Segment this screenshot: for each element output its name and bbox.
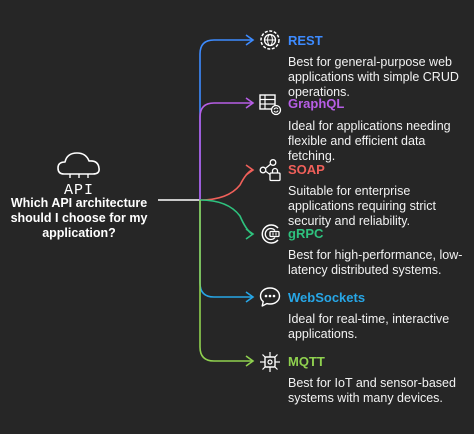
- branch-graphql: [199, 102, 252, 200]
- node-desc-websockets: Ideal for real-time, interactive applica…: [288, 312, 450, 341]
- branch-mqtt: [199, 200, 252, 362]
- arrow-soap: [245, 164, 255, 176]
- node-desc-grpc: Best for high-performance, low-latency d…: [288, 248, 463, 277]
- arrow-grpc: [245, 228, 255, 240]
- node-title-grpc: gRPC: [288, 226, 324, 241]
- api-label: API: [64, 182, 94, 199]
- arrow-graphql: [245, 97, 255, 109]
- node-desc-rest: Best for general-purpose web application…: [288, 55, 459, 99]
- node-title-websockets: WebSockets: [288, 290, 366, 305]
- grpc-g-icon: [261, 224, 280, 244]
- node-desc-mqtt: Best for IoT and sensor-based systems wi…: [288, 376, 456, 405]
- arrow-rest: [245, 34, 255, 46]
- iot-chip-icon: [260, 352, 280, 372]
- node-desc-soap: Suitable for enterprise applications req…: [288, 184, 436, 228]
- arrow-websockets: [245, 291, 255, 303]
- branch-rest: [199, 39, 252, 200]
- node-title-graphql: GraphQL: [288, 96, 345, 111]
- table-refresh-icon: [259, 94, 282, 116]
- arrow-mqtt: [245, 355, 255, 367]
- branch-grpc: [199, 199, 253, 235]
- node-title-soap: SOAP: [288, 162, 325, 177]
- branch-soap: [199, 169, 253, 201]
- node-title-rest: REST: [288, 33, 323, 48]
- network-lock-icon: [259, 159, 281, 182]
- cloud-api-icon: API: [57, 152, 100, 199]
- node-desc-graphql: Ideal for applications needing flexible …: [288, 119, 451, 163]
- gear-globe-icon: [260, 30, 280, 50]
- branch-websockets: [199, 200, 252, 298]
- central-question: Which API architecture should I choose f…: [10, 196, 148, 240]
- chat-bubble-icon: [259, 287, 281, 307]
- node-title-mqtt: MQTT: [288, 354, 325, 369]
